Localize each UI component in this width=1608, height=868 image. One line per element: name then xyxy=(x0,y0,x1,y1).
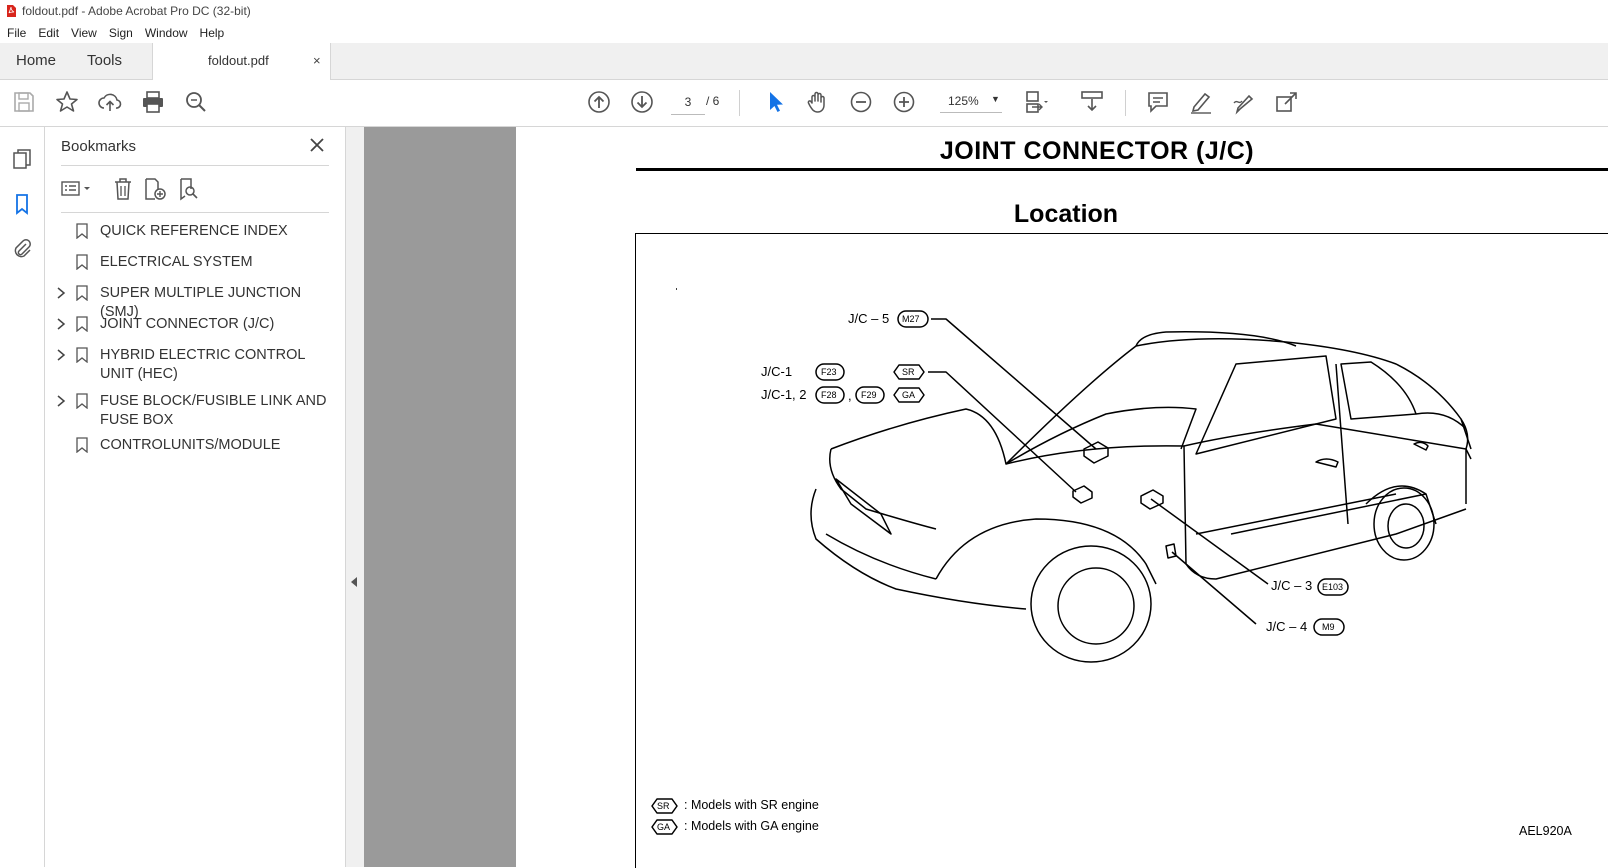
page-title: JOINT CONNECTOR (J/C) xyxy=(939,137,1255,165)
zoom-in-icon[interactable] xyxy=(891,89,917,115)
close-tab-icon[interactable]: × xyxy=(313,53,321,68)
jc12-connector-tag-b: F29 xyxy=(861,390,877,400)
bookmark-label: SUPER MULTIPLE JUNCTION (SMJ) xyxy=(100,285,302,320)
jc5-connector-tag: M27 xyxy=(902,314,920,324)
bookmark-icon xyxy=(76,223,88,239)
page-number-input[interactable] xyxy=(671,90,705,115)
chevron-right-icon[interactable] xyxy=(55,317,67,331)
ga-engine-tag: GA xyxy=(902,390,916,400)
bookmark-label: ELECTRICAL SYSTEM xyxy=(100,254,253,270)
document-viewer[interactable]: JOINT CONNECTOR (J/C) Location xyxy=(364,127,1608,868)
menu-sign[interactable]: Sign xyxy=(108,25,133,40)
jc3-label: J/C – 3 xyxy=(1271,578,1313,593)
jc1-label: J/C-1 xyxy=(761,364,793,379)
jc5-label: J/C – 5 xyxy=(848,311,890,326)
sr-engine-tag: SR xyxy=(902,367,915,377)
bookmarks-panel-icon[interactable] xyxy=(10,192,34,216)
legend-ga-tag: GA xyxy=(657,822,671,832)
menu-view[interactable]: View xyxy=(71,25,97,40)
page-layout-icon[interactable] xyxy=(1023,89,1049,115)
legend-sr-tag: SR xyxy=(657,801,670,811)
tab-tools[interactable]: Tools xyxy=(87,52,123,69)
bookmark-label: HYBRID ELECTRIC CONTROL UNIT (HEC) xyxy=(100,347,305,382)
print-icon[interactable] xyxy=(140,89,166,115)
highlight-pen-icon[interactable] xyxy=(1188,89,1214,115)
bookmark-label: FUSE BLOCK/FUSIBLE LINK AND FUSE BOX xyxy=(100,393,327,428)
previous-page-icon[interactable] xyxy=(586,89,612,115)
car-diagram xyxy=(651,288,1472,835)
bookmark-icon xyxy=(76,437,88,453)
hand-tool-icon[interactable] xyxy=(805,89,831,115)
menu-edit[interactable]: Edit xyxy=(38,25,60,40)
menu-file[interactable]: File xyxy=(7,25,27,40)
scroll-mode-icon[interactable] xyxy=(1079,89,1105,115)
figure-code: AEL920A xyxy=(1519,824,1572,838)
bookmark-label: QUICK REFERENCE INDEX xyxy=(100,223,288,239)
bookmark-options-icon[interactable] xyxy=(61,176,90,202)
zoom-out-icon[interactable] xyxy=(848,89,874,115)
chevron-down-icon: ▼ xyxy=(991,94,1000,104)
chevron-right-icon[interactable] xyxy=(55,394,67,408)
bookmark-label: JOINT CONNECTOR (J/C) xyxy=(100,316,275,332)
cloud-upload-icon[interactable] xyxy=(97,89,123,115)
close-panel-icon[interactable] xyxy=(308,136,326,154)
comment-icon[interactable] xyxy=(1145,89,1171,115)
bookmarks-panel: Bookmarks QUICK REFERENCE INDEX ELECTRIC… xyxy=(45,127,346,867)
jc12-connector-tag-a: F28 xyxy=(821,390,837,400)
jc12-separator: , xyxy=(848,388,852,403)
legend-ga-text: : Models with GA engine xyxy=(684,819,819,833)
page-total: / 6 xyxy=(706,94,720,108)
jc4-connector-tag: M9 xyxy=(1322,622,1335,632)
zoom-level-value: 125% xyxy=(948,94,979,108)
section-title: Location xyxy=(1013,200,1119,228)
panel-splitter[interactable] xyxy=(346,127,364,867)
jc12-label: J/C-1, 2 xyxy=(761,387,807,402)
share-edit-icon[interactable] xyxy=(1274,89,1300,115)
left-rail xyxy=(0,127,45,867)
delete-bookmark-icon[interactable] xyxy=(110,176,136,202)
bookmark-icon xyxy=(76,254,88,270)
bookmark-icon xyxy=(76,316,88,332)
tab-document[interactable]: foldout.pdf × xyxy=(152,43,331,80)
new-bookmark-icon[interactable] xyxy=(142,176,168,202)
menu-window[interactable]: Window xyxy=(144,25,188,40)
toolbar xyxy=(0,80,1608,127)
legend-sr-text: : Models with SR engine xyxy=(684,798,819,812)
bookmark-label: CONTROLUNITS/MODULE xyxy=(100,437,281,453)
chevron-right-icon[interactable] xyxy=(55,348,67,362)
title-rule xyxy=(636,168,1608,171)
tab-bar: Home Tools foldout.pdf × xyxy=(0,43,1608,80)
jc4-label: J/C – 4 xyxy=(1266,619,1308,634)
chevron-right-icon[interactable] xyxy=(55,286,67,300)
save-icon[interactable] xyxy=(11,89,37,115)
window-title: foldout.pdf - Adobe Acrobat Pro DC (32-b… xyxy=(22,4,251,18)
star-icon[interactable] xyxy=(54,89,80,115)
bookmark-icon xyxy=(76,393,88,409)
collapse-arrow-icon[interactable] xyxy=(351,577,357,587)
jc1-connector-tag: F23 xyxy=(821,367,837,377)
bookmarks-toolbar xyxy=(61,165,329,213)
zoom-level-select[interactable]: 125% ▼ xyxy=(940,90,1002,113)
location-figure: J/C – 5 M27 J/C-1 F23 SR J/C-1, 2 F28 , … xyxy=(635,233,1608,868)
sign-pen-icon[interactable] xyxy=(1231,89,1257,115)
tab-home[interactable]: Home xyxy=(16,52,57,69)
attachments-paperclip-icon[interactable] xyxy=(10,237,34,261)
pdf-file-icon xyxy=(7,5,16,17)
page-thumbnails-icon[interactable] xyxy=(10,147,34,171)
pdf-page: JOINT CONNECTOR (J/C) Location xyxy=(516,127,1608,868)
title-bar: foldout.pdf - Adobe Acrobat Pro DC (32-b… xyxy=(0,0,1608,22)
menu-help[interactable]: Help xyxy=(199,25,225,40)
document-tab-label: foldout.pdf xyxy=(208,53,269,68)
toolbar-divider xyxy=(1125,90,1126,116)
find-bookmark-icon[interactable] xyxy=(176,176,202,202)
bookmark-icon xyxy=(76,347,88,363)
menu-bar: File Edit View Sign Window Help xyxy=(0,22,1608,43)
toolbar-divider xyxy=(739,90,740,116)
next-page-icon[interactable] xyxy=(629,89,655,115)
select-cursor-icon[interactable] xyxy=(762,89,788,115)
bookmarks-title: Bookmarks xyxy=(61,138,137,155)
jc3-connector-tag: E103 xyxy=(1322,582,1344,592)
zoom-search-icon[interactable] xyxy=(183,89,209,115)
bookmark-icon xyxy=(76,285,88,301)
